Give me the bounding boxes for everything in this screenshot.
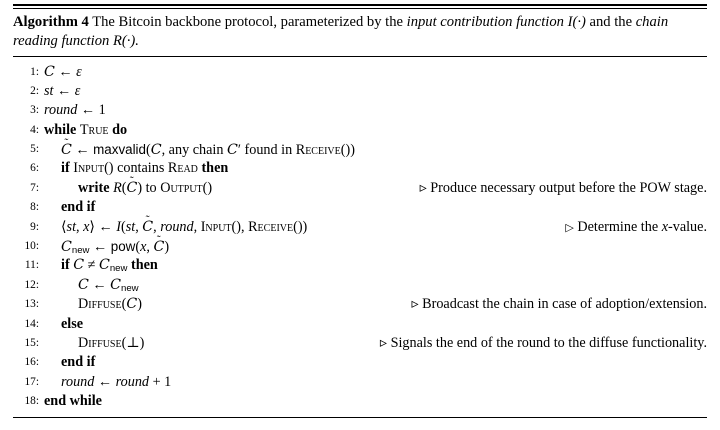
line-code: if C ≠ Cnew then: [61, 257, 158, 275]
line-code: end if: [61, 354, 96, 371]
line-comment: ▹ Produce necessary output before the PO…: [419, 179, 707, 196]
algorithm-line-11: 11: if C ≠ Cnew then: [13, 256, 707, 275]
caption-text-2: and the: [585, 13, 636, 30]
line-number: 5:: [30, 143, 39, 156]
line-comment: ▹ Signals the end of the round to the di…: [379, 334, 707, 351]
algorithm-caption: Algorithm 4 The Bitcoin backbone protoco…: [13, 9, 707, 57]
algorithm-line-18: 18: end while: [13, 392, 707, 411]
algorithm-line-3: 3: round ← 1: [13, 101, 707, 120]
line-number: 14:: [24, 317, 39, 330]
algorithm-body: 1: C ← ε 2: st ← ε 3: round ← 1 4: while…: [13, 57, 707, 417]
line-code: C ← ε: [44, 63, 82, 80]
algorithm-line-4: 4: while True do: [13, 121, 707, 140]
line-number: 18:: [24, 395, 39, 408]
line-number: 9:: [30, 220, 39, 233]
caption-italic-chain-reading: chain reading function: [13, 13, 669, 50]
line-number: 1:: [30, 65, 39, 78]
algorithm-line-9: 9: ⟨st, x⟩ ← I(st, ˜C, round, Input(), R…: [13, 213, 707, 237]
caption-italic-input-contribution: input contribution function: [406, 13, 564, 30]
line-number: 11:: [24, 259, 39, 272]
line-code: ⟨st, x⟩ ← I(st, ˜C, round, Input(), Rece…: [61, 213, 308, 235]
line-code: end while: [44, 393, 102, 410]
algorithm-line-10: 10: Cnew ← pow(x, ˜C): [13, 234, 707, 256]
line-code: else: [61, 315, 84, 332]
algorithm-line-5: 5: ˜C ← maxvalid(C, any chain C′ found i…: [13, 136, 707, 159]
line-number: 16:: [24, 356, 39, 369]
algorithm-line-8: 8: end if: [13, 198, 707, 217]
line-code: C ← Cnew: [78, 276, 139, 294]
bottom-rule: [13, 416, 707, 418]
line-code: Cnew ← pow(x, ˜C): [61, 233, 170, 257]
line-code: end if: [61, 199, 96, 216]
line-number: 17:: [24, 375, 39, 388]
line-number: 4:: [30, 123, 39, 136]
line-comment: ▷ Determine the x-value.: [565, 218, 707, 235]
caption-text-1: The Bitcoin backbone protocol, parameter…: [88, 13, 407, 30]
line-code: ˜C ← maxvalid(C, any chain C′ found in R…: [61, 136, 355, 159]
line-code: Diffuse(⊥): [78, 334, 145, 351]
line-comment: ▹ Broadcast the chain in case of adoptio…: [411, 296, 707, 313]
caption-symbol-I: I(·): [563, 13, 586, 30]
algorithm-line-15: 15: Diffuse(⊥) ▹ Signals the end of the …: [13, 334, 707, 353]
algorithm-line-6: 6: if Input() contains Read then: [13, 159, 707, 178]
algorithm-line-7: 7: write R(˜C) to Output() ▹ Produce nec…: [13, 174, 707, 198]
line-number: 8:: [30, 201, 39, 214]
top-rule-thick: [13, 4, 707, 6]
line-number: 12:: [24, 278, 39, 291]
line-code: st ← ε: [44, 82, 81, 99]
line-number: 2:: [30, 84, 39, 97]
algorithm-line-14: 14: else: [13, 315, 707, 334]
line-number: 3:: [30, 104, 39, 117]
line-code: while True do: [44, 121, 128, 138]
line-code: if Input() contains Read then: [61, 160, 229, 177]
algorithm-line-16: 16: end if: [13, 353, 707, 372]
line-number: 6:: [30, 162, 39, 175]
top-rule-thin: [13, 7, 707, 9]
algorithm-line-1: 1: C ← ε: [13, 63, 707, 82]
algorithm-float: Algorithm 4 The Bitcoin backbone protoco…: [13, 0, 707, 418]
algorithm-line-13: 13: Diffuse(C) ▹ Broadcast the chain in …: [13, 295, 707, 314]
line-number: 13:: [24, 298, 39, 311]
caption-symbol-R: R(·).: [109, 33, 139, 49]
line-code: write R(˜C) to Output(): [78, 174, 213, 196]
algorithm-line-2: 2: st ← ε: [13, 82, 707, 101]
line-number: 7:: [30, 181, 39, 194]
algorithm-line-12: 12: C ← Cnew: [13, 276, 707, 295]
algorithm-line-17: 17: round ← round + 1: [13, 373, 707, 392]
algorithm-label: Algorithm 4: [13, 13, 89, 30]
caption-rule: [13, 56, 707, 57]
line-code: round ← round + 1: [61, 373, 172, 390]
line-code: round ← 1: [44, 102, 106, 119]
line-code: Diffuse(C): [78, 296, 142, 313]
line-number: 15:: [24, 336, 39, 349]
line-number: 10:: [24, 240, 39, 253]
